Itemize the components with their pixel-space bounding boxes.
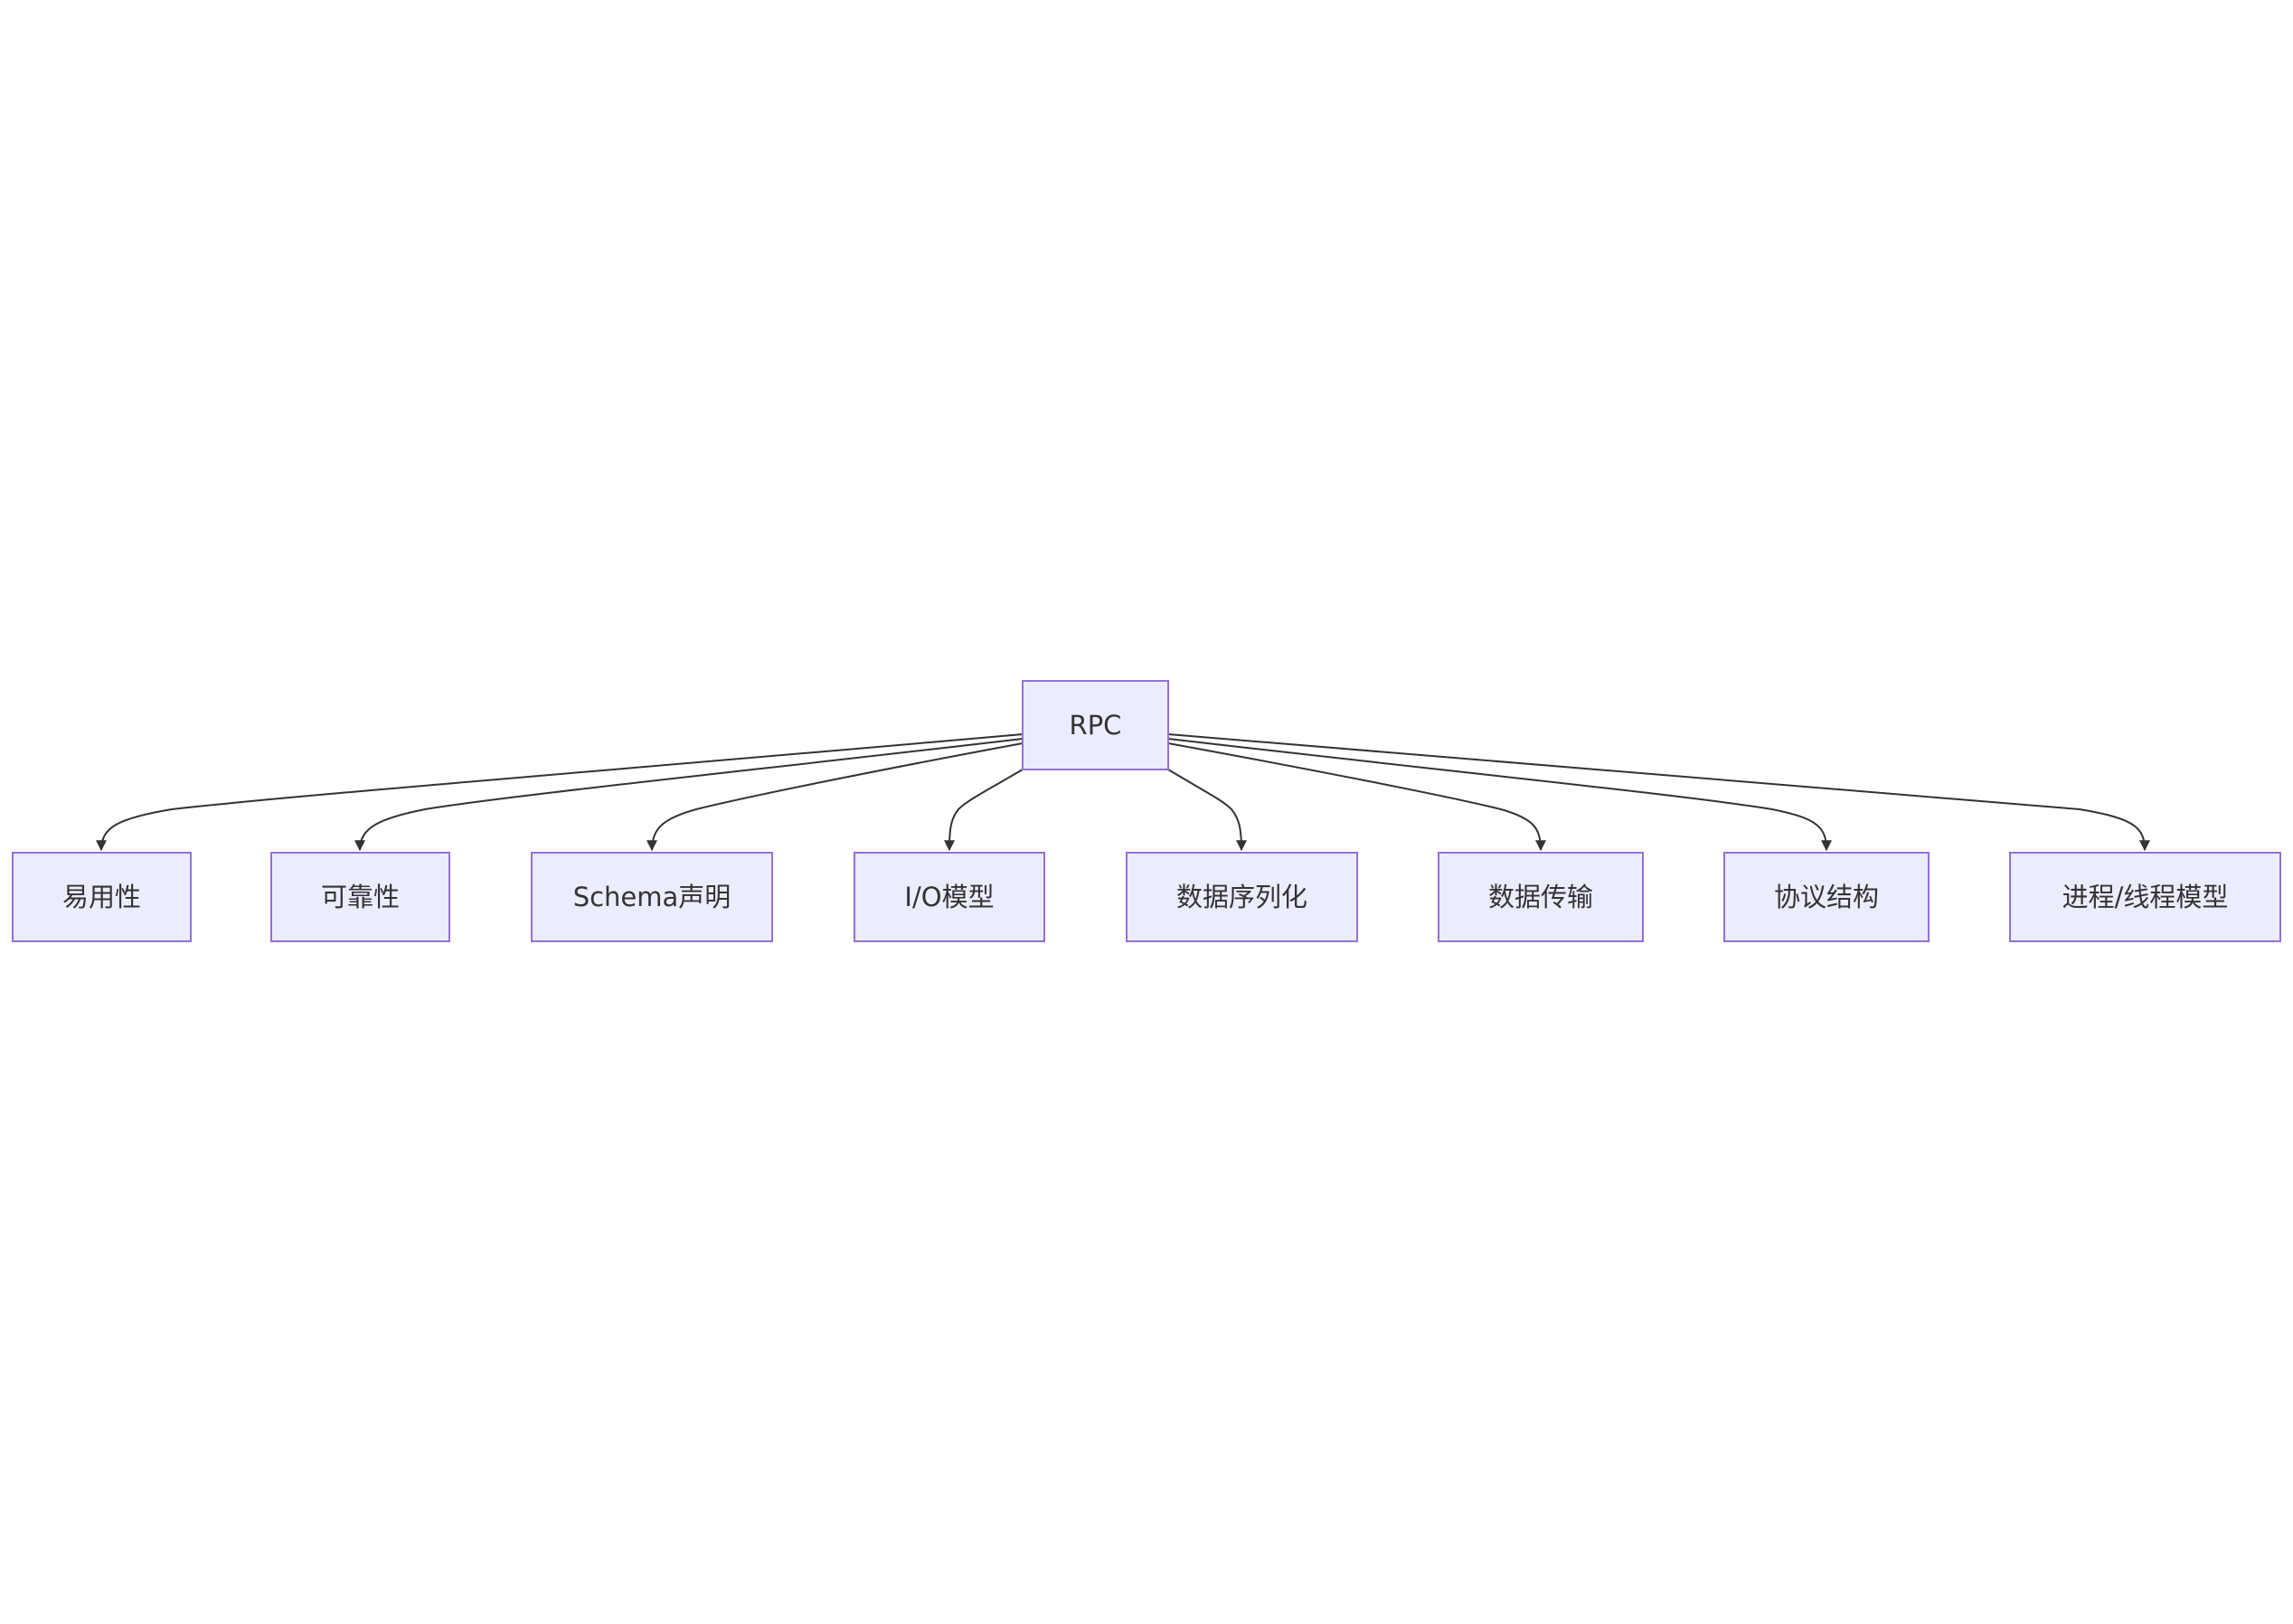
node-usability-label: 易用性 bbox=[62, 882, 141, 912]
node-reliability[interactable]: 可靠性 bbox=[270, 852, 450, 942]
node-transport[interactable]: 数据传输 bbox=[1438, 852, 1644, 942]
node-threading[interactable]: 进程/线程模型 bbox=[2009, 852, 2281, 942]
node-rpc-box bbox=[1022, 680, 1169, 770]
node-protocol[interactable]: 协议结构 bbox=[1723, 852, 1930, 942]
edge-rpc-to-reliability bbox=[354, 738, 1024, 852]
node-serialization-label: 数据序列化 bbox=[1176, 882, 1307, 912]
edges-layer bbox=[96, 733, 2150, 852]
edge-rpc-to-transport bbox=[1167, 742, 1546, 852]
node-schema-label: Schema声明 bbox=[573, 882, 731, 912]
node-io-model-label: I/O模型 bbox=[904, 882, 994, 912]
node-usability-box bbox=[12, 852, 192, 942]
node-serialization-box bbox=[1126, 852, 1358, 942]
node-threading-label: 进程/线程模型 bbox=[2062, 882, 2229, 912]
node-protocol-box bbox=[1723, 852, 1930, 942]
node-threading-box bbox=[2009, 852, 2281, 942]
node-schema-box bbox=[531, 852, 773, 942]
node-transport-label: 数据传输 bbox=[1488, 882, 1593, 912]
edge-rpc-to-usability bbox=[96, 733, 1024, 852]
node-schema[interactable]: Schema声明 bbox=[531, 852, 773, 942]
node-protocol-label: 协议结构 bbox=[1774, 882, 1879, 912]
edge-rpc-to-protocol bbox=[1167, 738, 1832, 852]
node-serialization[interactable]: 数据序列化 bbox=[1126, 852, 1358, 942]
node-rpc-label: RPC bbox=[1070, 710, 1122, 741]
nodes-layer: RPC 易用性 可靠性 Schema声明 I/O模型 数据序列化 数据传输 bbox=[12, 680, 2281, 942]
edge-rpc-to-threading bbox=[1167, 733, 2150, 852]
node-reliability-label: 可靠性 bbox=[321, 882, 400, 912]
node-io-model[interactable]: I/O模型 bbox=[854, 852, 1045, 942]
node-io-model-box bbox=[854, 852, 1045, 942]
node-rpc[interactable]: RPC bbox=[1022, 680, 1169, 770]
node-transport-box bbox=[1438, 852, 1644, 942]
edge-rpc-to-serialization bbox=[1167, 769, 1247, 852]
node-reliability-box bbox=[270, 852, 450, 942]
edge-rpc-to-schema bbox=[646, 742, 1024, 852]
node-usability[interactable]: 易用性 bbox=[12, 852, 192, 942]
edge-rpc-to-io-model bbox=[944, 769, 1024, 852]
